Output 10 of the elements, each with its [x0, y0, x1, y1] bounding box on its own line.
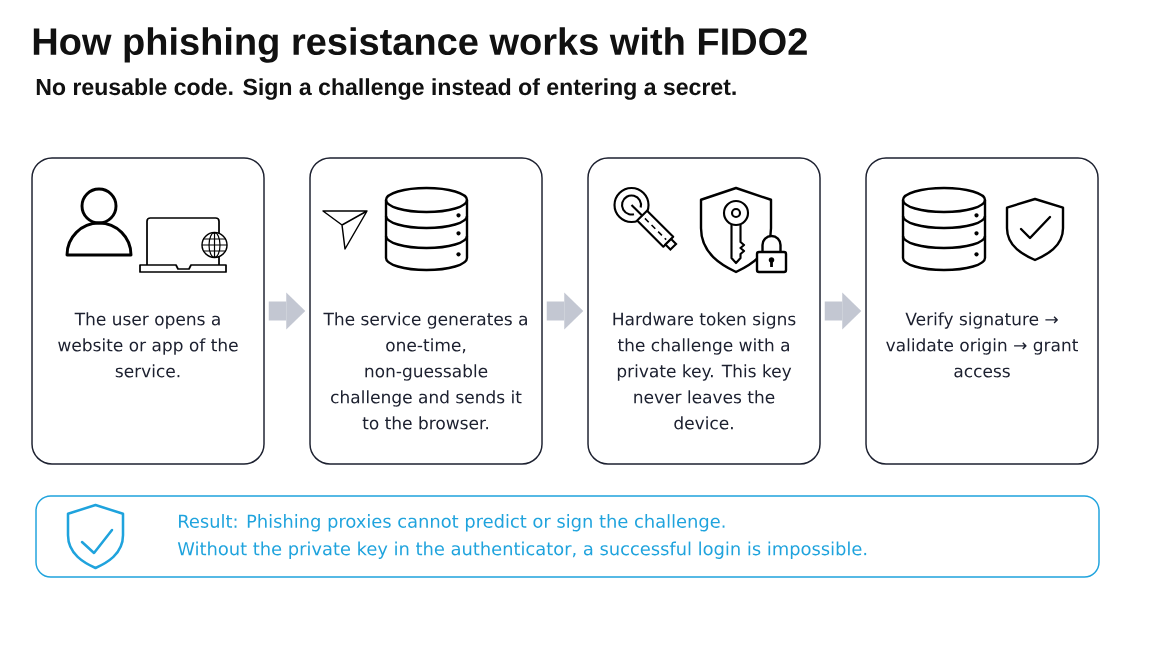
block-arrow: [546, 292, 584, 330]
step-box: The user opens a website or app of the service.: [31, 157, 265, 465]
block-arrow: [268, 292, 306, 330]
title: How phishing resistance works with FIDO2: [33, 27, 807, 63]
result-box: Result: Phishing proxies cannot predict or sign the challenge. Without the private key in the authenticator, a successful login is impossible.: [35, 495, 1100, 578]
subtitle: No reusable code. Sign a challenge instead of entering a secret.: [36, 78, 736, 100]
block-arrow: [824, 292, 862, 330]
step-box: Hardware token signs the challenge with a private key. This key never leaves the device.: [587, 157, 821, 465]
step-box: Verify signature → validate origin → grant access: [865, 157, 1099, 465]
step-box: The service generates a one-time, non-guessable challenge and sends it to the browser.: [309, 157, 543, 465]
